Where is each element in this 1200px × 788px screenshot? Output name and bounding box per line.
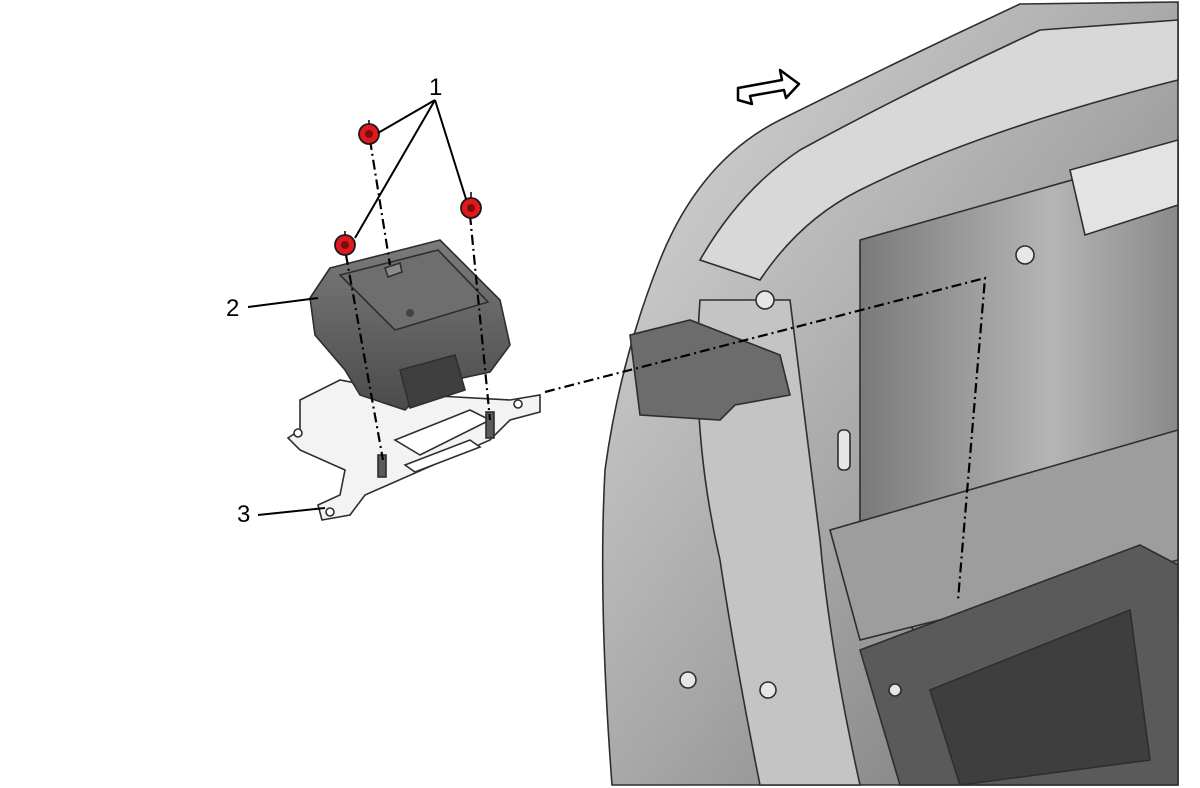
body-hole [1015, 245, 1035, 265]
body-hole [679, 671, 697, 689]
fasteners [334, 120, 482, 256]
alignment-lines [344, 139, 987, 601]
leader-line-1c [434, 99, 467, 200]
control-module [309, 239, 511, 411]
red-nut-icon [334, 231, 356, 256]
callout-2: 2 [226, 295, 239, 322]
leader-lines [247, 99, 467, 516]
body-floor-panel [829, 428, 1179, 641]
body-upper-bracket [1069, 138, 1179, 237]
bracket-hole [293, 428, 303, 438]
body-pillar [696, 299, 861, 786]
red-nut-icon [358, 120, 380, 145]
leader-line-1b [354, 99, 436, 239]
bracket-hole [325, 507, 335, 517]
alignment-line [468, 214, 492, 421]
body-hole [755, 290, 775, 310]
alignment-line [544, 276, 987, 601]
body-hole [888, 683, 902, 697]
callout-1: 1 [429, 74, 442, 101]
body-hole [759, 681, 777, 699]
body-slot [837, 429, 851, 471]
body-mount-bracket [629, 319, 791, 421]
bracket-hole [513, 399, 523, 409]
module-connector [399, 354, 466, 410]
mounting-bracket [286, 379, 541, 521]
bracket-cutout [403, 439, 482, 473]
vehicle-body [601, 1, 1179, 786]
leader-line-2 [247, 297, 319, 308]
bracket-stud [485, 411, 495, 439]
module-notch [383, 261, 403, 279]
body-roof-rail [698, 19, 1179, 281]
forward-direction-arrow-icon [736, 68, 801, 106]
leader-line-3 [257, 507, 326, 516]
module-top-face [338, 249, 490, 331]
alignment-line [344, 254, 385, 461]
red-nut-icon [460, 192, 482, 219]
callout-3: 3 [237, 501, 250, 528]
module-mark [406, 309, 414, 317]
leader-line-1a [377, 99, 436, 134]
body-lower-box-opening [929, 608, 1151, 786]
alignment-line [368, 139, 392, 266]
